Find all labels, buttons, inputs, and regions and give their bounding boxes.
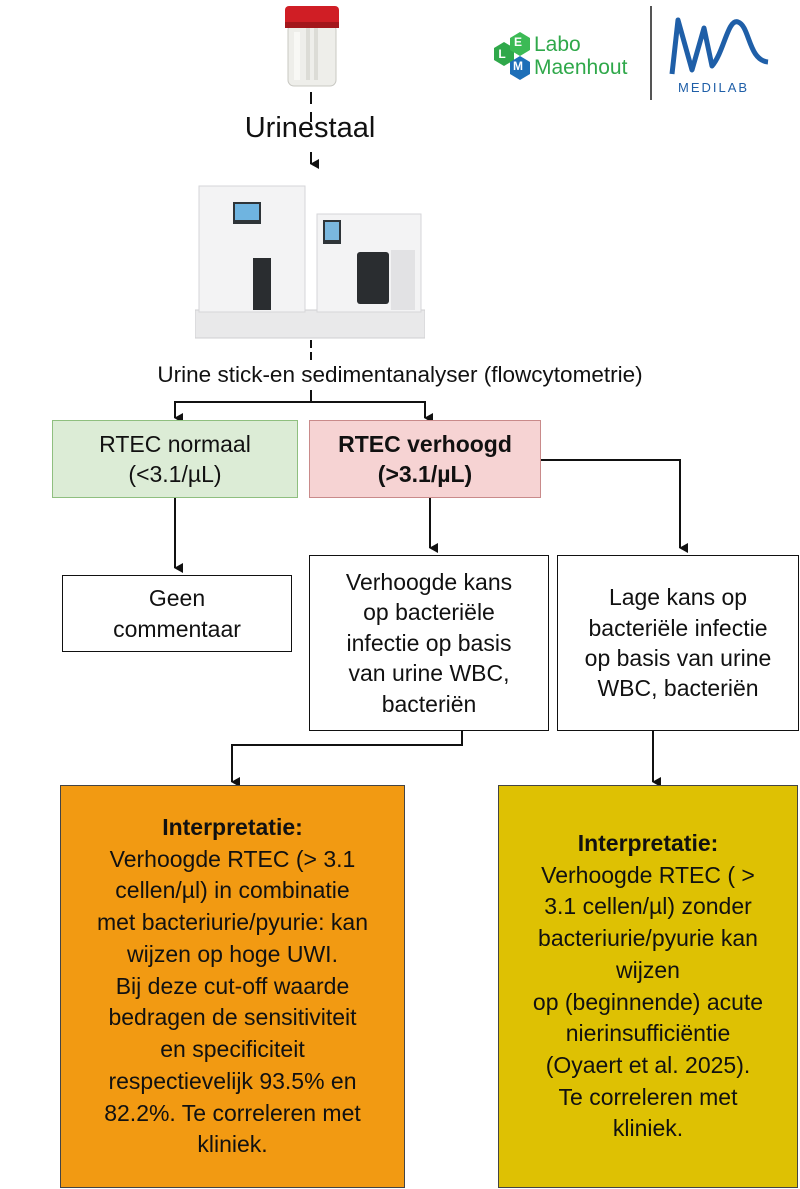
node-line: kliniek. [612, 1115, 684, 1142]
arrow-elevated-to-low [540, 459, 688, 553]
node-line: infectie op basis [346, 629, 512, 656]
sample-label: Urinestaal [244, 112, 376, 144]
node-rtec-normal: RTEC normaal (<3.1/µL) [52, 420, 298, 498]
node-high-chance: Verhoogde kans op bacteriële infectie op… [309, 555, 549, 731]
labo-mark-top: L [498, 47, 506, 61]
interpretation-heading: Interpretatie: [162, 813, 303, 840]
urine-tube-icon [285, 6, 339, 87]
interpretation-heading: Interpretatie: [577, 829, 719, 856]
node-line: nierinsufficiëntie [565, 1020, 731, 1047]
node-line: cellen/µl) in combinatie [115, 877, 350, 904]
node-line: en specificiteit [160, 1036, 305, 1063]
node-line: WBC, bacteriën [597, 675, 759, 702]
arrow-split-right [311, 401, 433, 423]
node-line: van urine WBC, [348, 660, 510, 687]
labo-hexagon-icon [494, 32, 530, 80]
node-line: commentaar [113, 615, 241, 642]
node-line: Bij deze cut-off waarde [115, 972, 350, 999]
node-line: met bacteriurie/pyurie: kan [96, 909, 368, 936]
node-low-chance: Lage kans op bacteriële infectie op basi… [557, 555, 799, 731]
node-line: Te correleren met [558, 1083, 738, 1110]
labo-mark-mid: E [513, 35, 522, 49]
node-line: bedragen de sensitiviteit [108, 1004, 357, 1031]
labo-maenhout-logo: L E M Labo Maenhout [480, 20, 640, 100]
node-line: bacteriële infectie [588, 614, 768, 641]
node-line: Lage kans op [608, 584, 748, 611]
node-line: Verhoogde RTEC (> 3.1 [109, 845, 356, 872]
medilab-logo: MEDILAB [660, 10, 780, 100]
node-line: op (beginnende) acute [532, 988, 764, 1015]
arrow-split-left [174, 390, 312, 423]
node-line: op bacteriële [363, 599, 495, 626]
node-line: Geen [148, 585, 206, 612]
analyser-label: Urine stick-en sedimentanalyser (flowcyt… [157, 362, 643, 387]
node-line: kliniek. [197, 1131, 268, 1158]
node-line: RTEC verhoogd [338, 430, 512, 457]
node-rtec-elevated: RTEC verhoogd (>3.1/µL) [309, 420, 541, 498]
node-line: (>3.1/µL) [377, 461, 473, 487]
logo-divider [650, 6, 652, 100]
node-line: respectievelijk 93.5% en [108, 1067, 357, 1094]
node-line: RTEC normaal [99, 430, 251, 457]
node-interpretation-right: Interpretatie: Verhoogde RTEC ( > 3.1 ce… [498, 785, 798, 1188]
arrow-high-to-interp-left [231, 730, 463, 787]
node-line: bacteriën [381, 690, 477, 717]
node-line: 82.2%. Te correleren met [104, 1099, 361, 1126]
node-line: (Oyaert et al. 2025). [545, 1051, 751, 1078]
labo-mark-bottom: M [513, 59, 523, 73]
node-line: op basis van urine [584, 645, 772, 671]
node-line: wijzen [616, 956, 680, 983]
node-interpretation-left: Interpretatie: Verhoogde RTEC (> 3.1 cel… [60, 785, 405, 1188]
node-line: Verhoogde RTEC ( > [541, 861, 755, 888]
node-line: 3.1 cellen/µl) zonder [544, 893, 752, 920]
labo-logo-line2: Maenhout [534, 56, 628, 79]
analyser-device-icon [195, 185, 425, 339]
node-line: wijzen op hoge UWI. [127, 940, 338, 967]
medilab-wordmark: MEDILAB [678, 80, 750, 95]
medilab-wave-icon [669, 17, 769, 75]
node-line: Verhoogde kans [345, 569, 513, 596]
node-line: (<3.1/µL) [128, 461, 222, 487]
node-line: bacteriurie/pyurie kan [538, 925, 758, 952]
node-no-comment: Geen commentaar [62, 575, 292, 652]
labo-logo-line1: Labo [534, 33, 581, 56]
